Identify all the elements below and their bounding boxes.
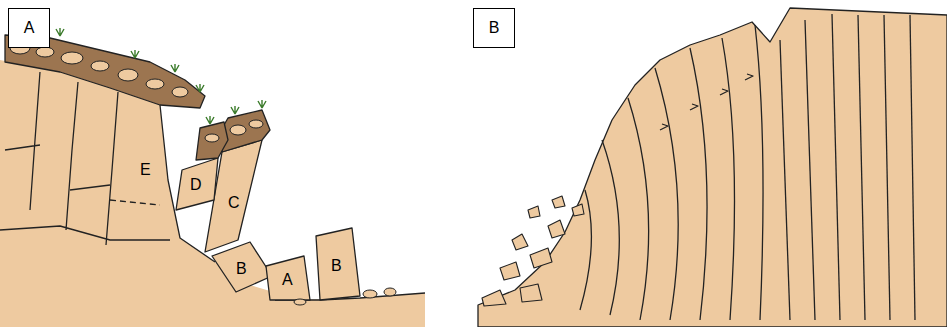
panel-label-box: B (473, 8, 515, 48)
block-letter: C (228, 195, 240, 211)
block-letter: B (331, 258, 342, 274)
block-letter: E (140, 162, 151, 178)
block-letter: B (236, 261, 247, 277)
panel-label-box: A (8, 8, 50, 48)
block-letter: A (282, 272, 293, 288)
block-letter: D (190, 177, 202, 193)
panel-letter: A (24, 19, 35, 37)
panel-letter: B (489, 19, 500, 37)
